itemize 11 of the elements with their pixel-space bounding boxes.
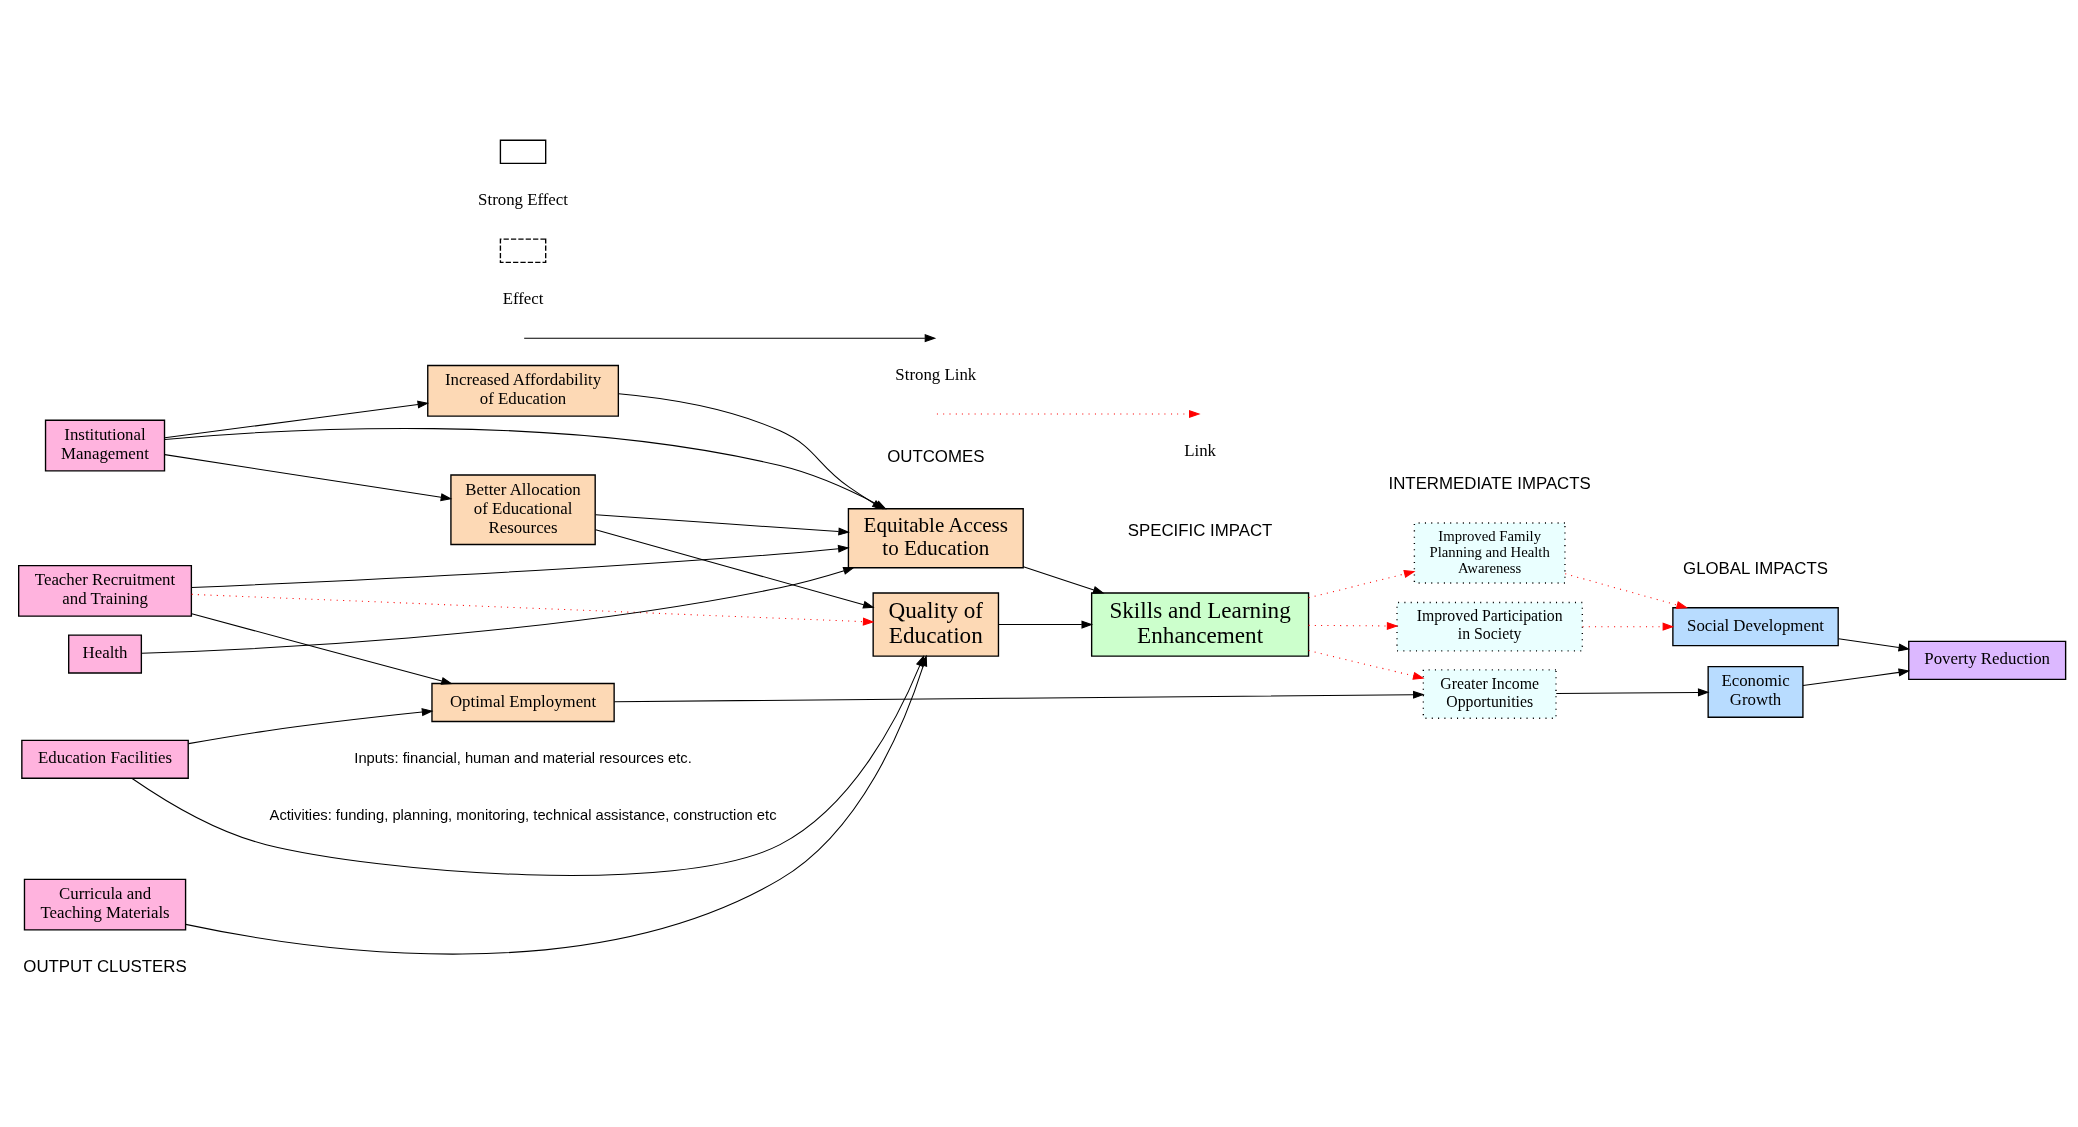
legend-label: Strong Effect xyxy=(478,190,568,210)
label: OUTCOMES xyxy=(887,447,985,467)
label: GLOBAL IMPACTS xyxy=(1683,558,1829,578)
label: INTERMEDIATE IMPACTS xyxy=(1388,473,1591,493)
label: SPECIFIC IMPACT xyxy=(1127,520,1273,540)
label: Inputs: financial, human and material resources etc. xyxy=(354,750,692,767)
label: OUTPUT CLUSTERS xyxy=(23,956,187,976)
legend-label: Strong Link xyxy=(895,365,977,385)
legend-label: Link xyxy=(1184,440,1216,460)
legend-label: Effect xyxy=(502,289,544,309)
label: Activities: funding, planning, monitoring, technical assistance, construction etc xyxy=(269,807,777,824)
